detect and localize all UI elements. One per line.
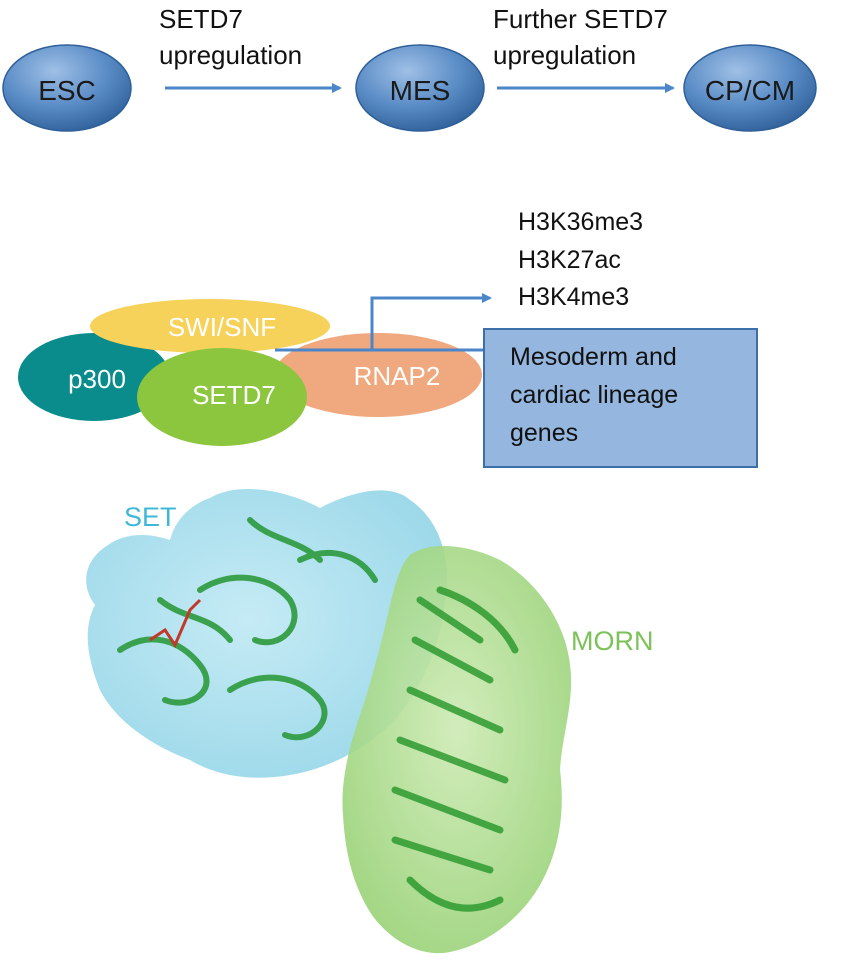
morn-domain-label: MORN — [571, 626, 654, 656]
node-esc-label: ESC — [38, 75, 96, 106]
arrow-1-label-line2: upregulation — [159, 40, 302, 70]
p300-label: p300 — [68, 364, 126, 394]
p300-ellipse — [18, 333, 170, 421]
swi-snf-ellipse — [90, 299, 330, 353]
set-domain-label: SET — [124, 502, 177, 532]
node-cpcm — [683, 44, 817, 132]
ligand-stick — [149, 598, 202, 649]
setd7-label: SETD7 — [192, 380, 276, 410]
setd7-ellipse — [137, 348, 307, 446]
genes-box — [483, 328, 758, 468]
swi-snf-label: SWI/SNF — [168, 312, 276, 342]
pathway: ESC SETD7 upregulation MES Further SETD7… — [2, 4, 817, 132]
genes-line1: Mesoderm and — [510, 343, 677, 371]
mark-h3k27ac: H3K27ac — [518, 246, 621, 274]
genes-line2: cardiac lineage — [510, 381, 678, 409]
node-esc — [2, 44, 132, 132]
mark-h3k4me3: H3K4me3 — [518, 283, 629, 311]
set-ribbon — [117, 517, 378, 741]
arrow-2-label-line2: upregulation — [493, 40, 636, 70]
rnap2-ellipse — [274, 333, 482, 417]
complex: SWI/SNF p300 SETD7 RNAP2 H3K36me3 H3K27a… — [18, 208, 758, 468]
node-cpcm-label: CP/CM — [705, 75, 795, 106]
morn-ribbon — [391, 586, 519, 912]
arrow-2-label-line1: Further SETD7 — [493, 4, 668, 34]
marks-arrow — [370, 293, 492, 350]
rnap2-label: RNAP2 — [354, 361, 441, 391]
node-mes — [355, 44, 485, 132]
arrow-1-label-line1: SETD7 — [159, 4, 243, 34]
genes-line3: genes — [510, 419, 578, 447]
mark-h3k36me3: H3K36me3 — [518, 208, 643, 236]
protein-structure: SET MORN — [86, 489, 654, 954]
node-mes-label: MES — [390, 75, 451, 106]
